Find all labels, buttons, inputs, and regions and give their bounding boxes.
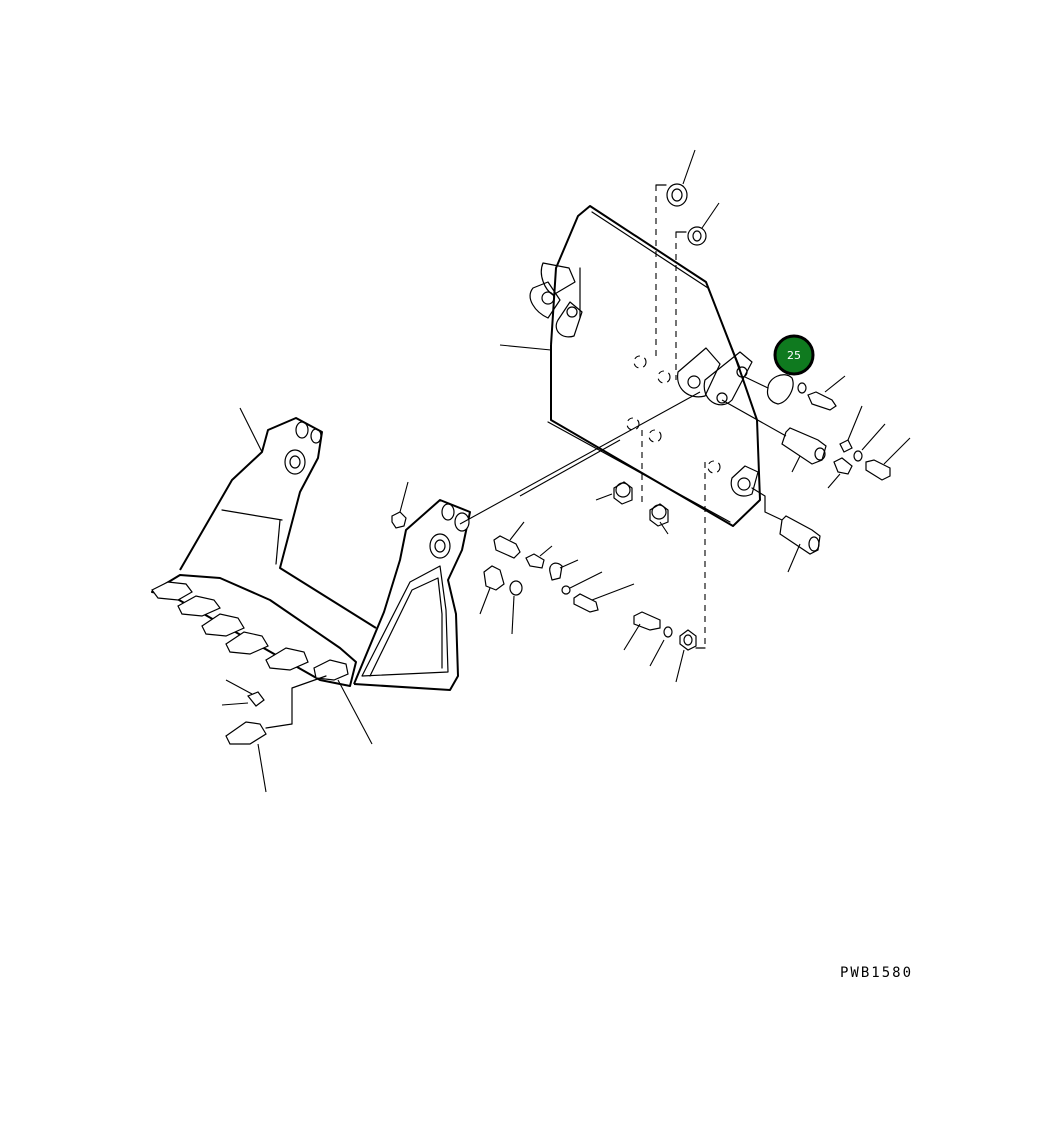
coupler-plate: [529, 205, 761, 527]
drawing-code: PWB1580: [840, 965, 913, 981]
link-pins: [479, 521, 706, 683]
callout-25[interactable]: 25: [773, 334, 815, 376]
small-nut: [391, 481, 409, 529]
callout-marker[interactable]: [773, 334, 815, 376]
right-hardware: [721, 374, 911, 489]
upper-bushings: [655, 149, 720, 246]
lower-pin: [751, 487, 821, 573]
middle-bushings: [595, 481, 669, 535]
callout-number: 25: [787, 349, 801, 362]
hidden-lines: [626, 185, 721, 648]
plate-leader: [499, 344, 552, 351]
bucket: [151, 391, 701, 745]
spare-tooth: [221, 675, 327, 793]
